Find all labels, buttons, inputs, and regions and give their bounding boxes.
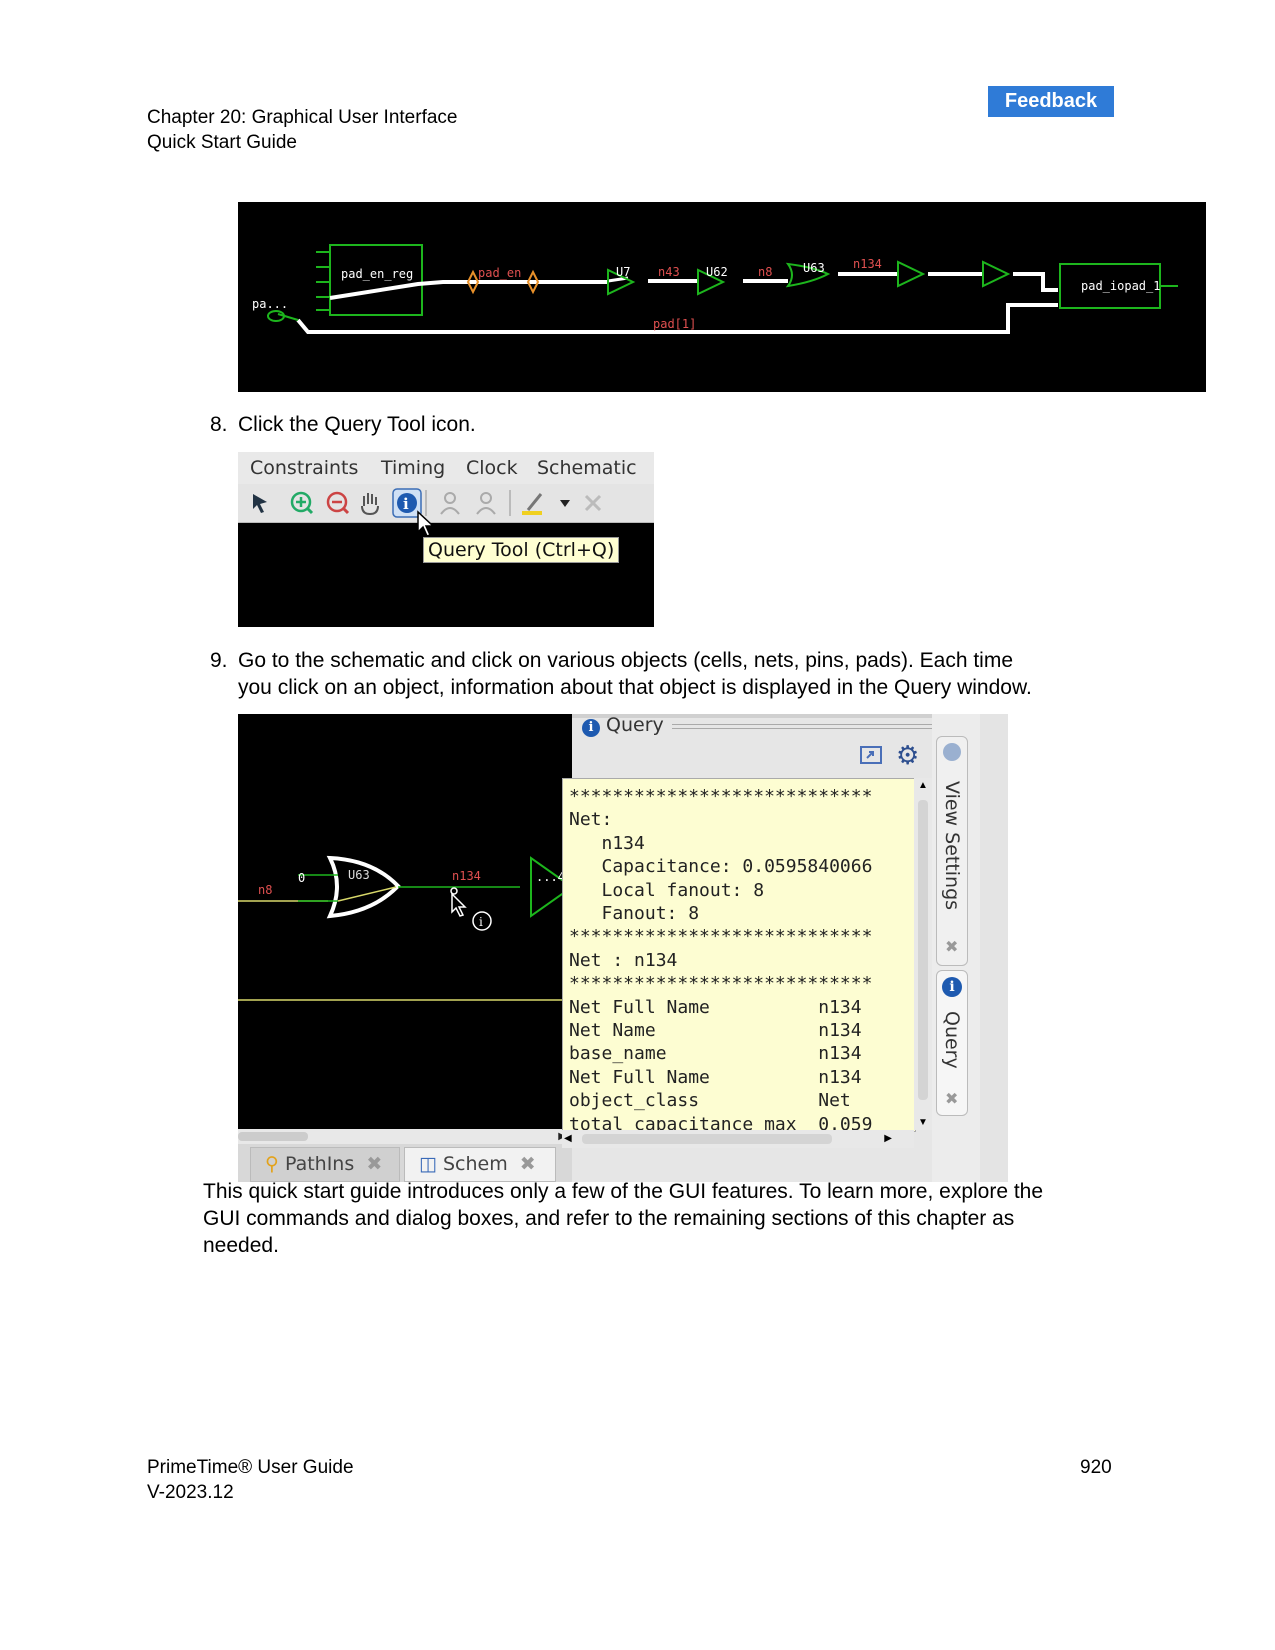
tab-schematic[interactable]: ◫ Schem ✖ [404,1147,556,1182]
pad-en-reg-label: pad_en_reg [341,267,413,281]
step-9-text-line2: you click on an object, information abou… [238,676,1032,699]
u7-label: U7 [616,265,630,279]
export-icon[interactable] [859,744,885,768]
n43-label: n43 [658,265,680,279]
query-output-area[interactable]: **************************** Net: n134 C… [562,778,916,1132]
footer-title: PrimeTime® User Guide [147,1457,354,1478]
close-icon[interactable]: ✖ [366,1153,383,1175]
step-9-text-line1: Go to the schematic and click on various… [238,649,1014,672]
query-info-icon[interactable]: i [392,488,422,518]
page-number: 920 [1080,1457,1112,1478]
u62-label: U62 [706,265,728,279]
schematic-path-figure: pad_en_reg pad_en U7 n43 U62 n8 U63 n134… [238,202,1206,392]
n134-label: n134 [853,257,882,271]
highlight-pen-icon[interactable] [522,493,543,515]
feedback-button[interactable]: Feedback [988,86,1114,117]
zoom-out-icon[interactable] [326,491,350,515]
closing-paragraph-line3: needed. [203,1234,279,1257]
person-icon[interactable] [476,492,496,515]
menu-timing[interactable]: Timing [381,457,446,479]
menu-clock[interactable]: Clock [466,457,518,479]
tab-pathins-label: PathIns [284,1153,355,1175]
closing-paragraph-line1: This quick start guide introduces only a… [203,1180,1044,1203]
section-title: Quick Start Guide [147,132,297,153]
side-tab-query[interactable]: i Query ✖ [936,970,968,1116]
magnifier-icon: ⚲ [265,1153,279,1175]
pa-label: pa... [252,297,288,311]
chapter-title: Chapter 20: Graphical User Interface [147,107,458,128]
gear-icon[interactable]: ⚙ [896,740,920,770]
zoom-in-icon[interactable] [290,491,314,515]
dropdown-arrow-icon[interactable] [560,500,570,507]
info-icon: i [582,719,600,737]
sch-n8-label: n8 [258,883,272,897]
menu-constraints[interactable]: Constraints [250,457,359,479]
right-side-dock: View Settings ✖ i Query ✖ [932,714,980,1182]
footer-version: V-2023.12 [147,1482,234,1503]
tab-pathins[interactable]: ⚲ PathIns ✖ [250,1147,400,1182]
closing-paragraph-line2: GUI commands and dialog boxes, and refer… [203,1207,1015,1230]
pan-hand-icon[interactable] [361,493,379,516]
side-tab-view-settings[interactable]: View Settings ✖ [936,736,968,966]
query-title-text: Query [606,714,664,736]
sch-n134-label: n134 [452,869,481,883]
settings-icon [943,743,961,761]
close-icon[interactable]: ✖ [945,1091,959,1108]
query-output-text: **************************** Net: n134 C… [569,786,873,1132]
query-vertical-scrollbar[interactable]: ▲ ▼ [914,778,932,1130]
query-tool-tooltip: Query Tool (Ctrl+Q) [423,537,620,563]
step-8-number: 8. [210,413,228,436]
person-icon[interactable] [440,492,460,515]
toolbar-figure: Constraints Timing Clock Schematic [238,452,654,627]
step-8-text: Click the Query Tool icon. [238,413,476,436]
menu-schematic[interactable]: Schematic [537,457,637,479]
schematic-icon: ◫ [419,1153,437,1175]
sch-u63-label: U63 [348,868,370,882]
mouse-cursor-icon [417,510,435,537]
close-icon[interactable]: ✖ [945,939,959,956]
svg-text:i: i [479,915,483,929]
query-window-figure: n8 0 U63 n134 ...495 i ▶ ⚲ PathIns ✖ ◫ S… [238,714,1008,1182]
menu-bar: Constraints Timing Clock Schematic [238,452,654,484]
side-tab-query-label: Query [941,1011,963,1069]
side-tab-view-settings-label: View Settings [941,781,963,911]
info-icon: i [942,977,962,997]
query-panel-title: i Query [582,714,664,737]
tab-schematic-label: Schem [443,1153,508,1175]
n8-label: n8 [758,265,772,279]
sch-zero-label: 0 [298,871,305,885]
query-horizontal-scrollbar[interactable]: ◀ ▶ [562,1130,914,1148]
close-icon[interactable]: ✖ [519,1153,536,1175]
u63-label: U63 [803,261,825,275]
schematic-horizontal-scrollbar[interactable]: ▶ [238,1129,572,1144]
svg-text:i: i [403,495,409,513]
toolbar: i [238,484,654,523]
pad-en-label: pad_en [478,266,521,280]
query-cursor-icon: i [451,892,492,931]
pad-iopad-label: pad_iopad_1 [1081,279,1160,293]
schematic-view[interactable]: n8 0 U63 n134 ...495 i [238,714,579,1129]
clear-icon[interactable] [584,494,602,512]
bottom-tab-bar: ⚲ PathIns ✖ ◫ Schem ✖ [238,1144,572,1182]
pad1-label: pad[1] [653,317,696,331]
select-arrow-icon[interactable] [253,494,267,513]
step-9-number: 9. [210,649,228,672]
